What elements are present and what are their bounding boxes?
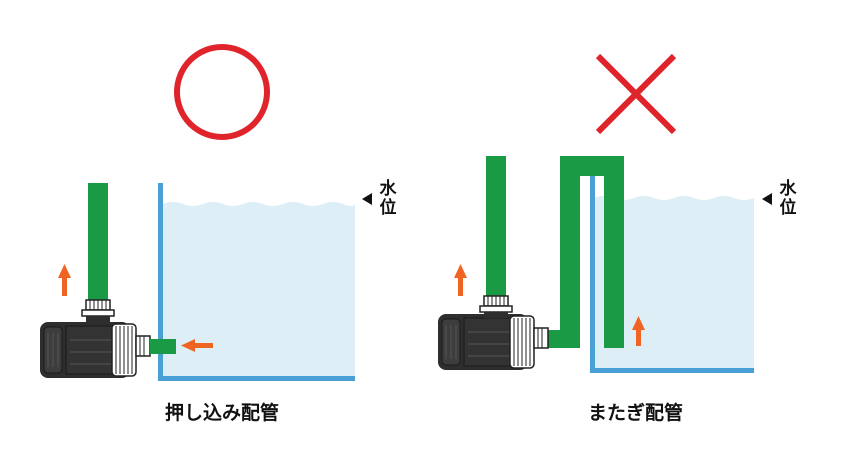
left-outlet-nozzle bbox=[81, 299, 115, 317]
left-pump bbox=[40, 316, 137, 378]
left-side-connector bbox=[135, 335, 176, 357]
right-tank-water bbox=[594, 196, 754, 368]
left-water-level-pointer bbox=[362, 193, 372, 205]
right-water-level-char-1: 水 bbox=[779, 179, 797, 199]
right-water-level-char-2: 位 bbox=[779, 198, 797, 218]
right-side-connector bbox=[533, 327, 549, 349]
right-outlet-pipe bbox=[486, 156, 506, 296]
left-inflow-arrow bbox=[181, 339, 213, 352]
right-pump bbox=[438, 312, 535, 370]
left-tank-left-wall bbox=[158, 183, 163, 381]
wrong-mark-x bbox=[595, 53, 677, 135]
left-water-level-char-1: 水 bbox=[379, 179, 397, 199]
right-panel bbox=[438, 53, 754, 373]
left-caption: 押し込み配管 bbox=[165, 402, 280, 424]
left-up-arrow bbox=[58, 264, 71, 296]
right-caption: またぎ配管 bbox=[588, 402, 684, 424]
right-siphon-pipe bbox=[548, 156, 624, 348]
left-tank-bottom bbox=[158, 376, 355, 381]
right-outlet-nozzle bbox=[479, 295, 513, 313]
left-water-level-label: 水 位 bbox=[378, 180, 398, 218]
left-panel bbox=[40, 44, 355, 381]
right-inner-up-arrow bbox=[632, 316, 645, 346]
right-tank-left-wall bbox=[590, 176, 595, 372]
correct-mark-circle bbox=[174, 44, 270, 140]
right-up-arrow bbox=[454, 264, 467, 296]
left-outlet-pipe bbox=[88, 183, 108, 301]
right-tank-bottom bbox=[590, 368, 754, 373]
left-tank-water bbox=[163, 202, 355, 376]
right-water-level-pointer bbox=[762, 193, 772, 205]
left-water-level-char-2: 位 bbox=[379, 198, 397, 218]
right-water-level-label: 水 位 bbox=[778, 180, 798, 218]
